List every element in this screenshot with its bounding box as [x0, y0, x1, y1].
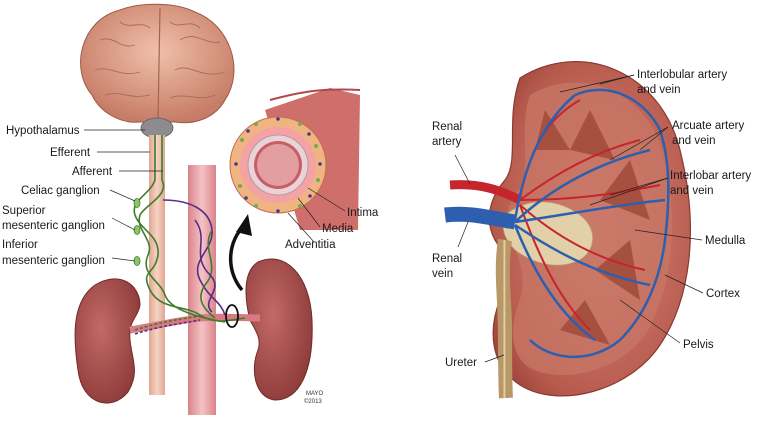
brain — [80, 3, 235, 139]
label-renal-vein-line2: vein — [432, 268, 453, 280]
label-intima: Intima — [347, 207, 379, 219]
label-ureter: Ureter — [445, 357, 477, 369]
label-interlobular-line1: Interlobular artery — [637, 69, 727, 81]
credit-line2: ©2013 — [304, 398, 322, 405]
label-renal-artery-line2: artery — [432, 136, 462, 148]
label-pelvis: Pelvis — [683, 339, 714, 351]
label-efferent: Efferent — [50, 147, 91, 159]
credit-line1: MAYO — [306, 391, 324, 397]
label-renal-vein-line1: Renal — [432, 253, 462, 265]
ganglia — [133, 198, 141, 266]
label-hypothalamus: Hypothalamus — [6, 125, 80, 137]
label-celiac-ganglion: Celiac ganglion — [21, 185, 100, 197]
label-interlobar-line1: Interlobar artery — [670, 170, 751, 182]
renal-nerve-ring — [225, 304, 239, 328]
label-cortex: Cortex — [706, 288, 740, 300]
label-interlobar-line2: and vein — [670, 185, 713, 197]
medullary-pyramids — [535, 110, 650, 345]
artery-cross-section — [229, 88, 361, 230]
renal-artery-pair — [129, 313, 261, 334]
spinal-cord — [149, 135, 165, 395]
label-inferior-line1: Inferior — [2, 239, 38, 251]
left-leader-lines — [84, 129, 346, 262]
zoom-arrowhead — [236, 214, 252, 236]
label-interlobular-line2: and vein — [637, 84, 680, 96]
label-inferior-line2: mesenteric ganglion — [2, 255, 105, 267]
label-arcuate-line2: and vein — [672, 135, 715, 147]
right-kidney — [245, 258, 313, 401]
label-superior-line1: Superior — [2, 205, 46, 217]
right-leader-lines — [454, 74, 704, 363]
label-media: Media — [322, 223, 354, 235]
renal-vessels — [444, 88, 670, 359]
label-medulla: Medulla — [705, 235, 746, 247]
label-renal-artery-line1: Renal — [432, 121, 462, 133]
nerve-fibers — [133, 135, 246, 335]
label-superior-line2: mesenteric ganglion — [2, 220, 105, 232]
left-kidney — [74, 278, 141, 404]
label-afferent: Afferent — [72, 166, 113, 178]
ureter — [495, 238, 513, 399]
zoom-arrow — [228, 223, 247, 292]
label-adventitia: Adventitia — [285, 239, 336, 251]
label-arcuate-line1: Arcuate artery — [672, 120, 744, 132]
